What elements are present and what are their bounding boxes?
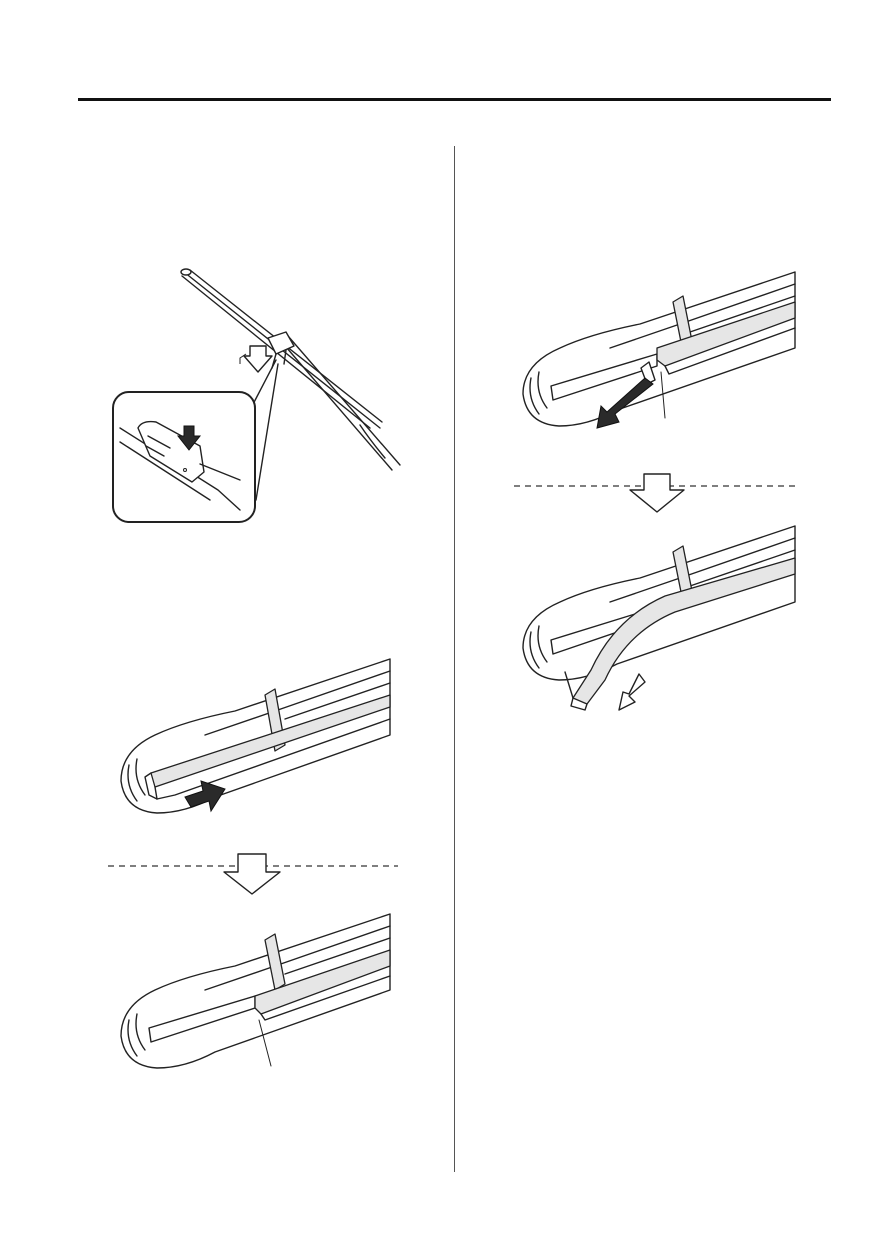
push-arrow-icon xyxy=(184,780,226,813)
stopper-leader-line xyxy=(258,1019,272,1067)
pull-out-arrow-icon xyxy=(618,673,646,711)
blade-engaged-illustration xyxy=(120,913,391,1069)
next-step-arrow-icon xyxy=(223,853,281,895)
blade-pull-stopper-illustration xyxy=(522,271,796,429)
tab-press-detail xyxy=(112,391,256,523)
step-separator-right xyxy=(514,470,799,516)
fig-remove-blade-rubber xyxy=(515,522,800,722)
next-step-arrow-icon xyxy=(629,473,685,513)
column-divider xyxy=(454,146,455,1172)
fig-pull-stopper xyxy=(515,268,800,438)
blade-push-illustration xyxy=(120,658,391,814)
top-rule xyxy=(78,98,831,101)
fig-wiper-arm-release xyxy=(100,260,410,530)
step-separator-left xyxy=(108,850,398,900)
fig-blade-stopper-engaged xyxy=(115,910,395,1070)
wiper-arm-illustration xyxy=(112,268,401,523)
stopper-leader-line xyxy=(660,371,666,419)
pull-arrow-icon xyxy=(596,377,654,429)
press-arrow-icon xyxy=(239,345,273,373)
blade-remove-illustration xyxy=(522,525,796,711)
fig-slide-blade-rubber xyxy=(115,655,395,825)
